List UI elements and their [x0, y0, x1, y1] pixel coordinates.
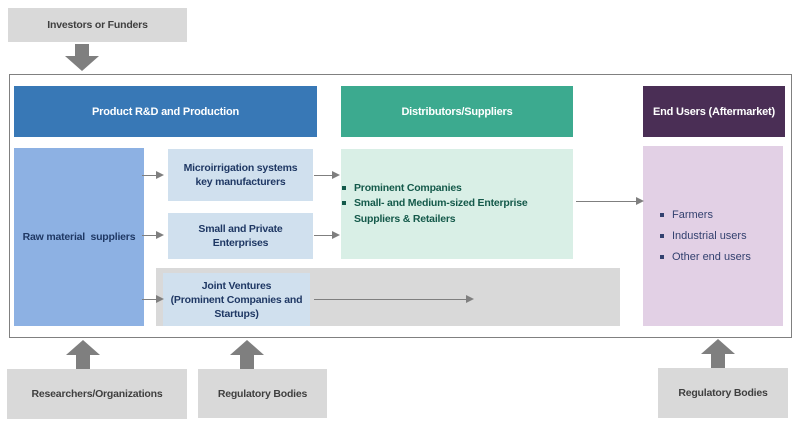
raw-material-suppliers-label: Raw material suppliers — [22, 231, 136, 243]
bullet-item: Farmers — [659, 208, 751, 222]
bullet-item: Industrial users — [659, 229, 751, 243]
header-distributors-suppliers: Distributors/Suppliers — [341, 86, 573, 137]
arrow-raw-to-joint-ventures-icon — [142, 294, 164, 303]
joint-ventures-line3: Startups) — [214, 307, 259, 320]
header-end-users-label: End Users (Aftermarket) — [653, 105, 775, 118]
main-container: Product R&D and Production Distributors/… — [9, 74, 792, 338]
regulatory-bodies-right-box: Regulatory Bodies — [658, 368, 788, 418]
bullet-item: Other end users — [659, 250, 751, 264]
arrow-raw-to-enterprises-icon — [142, 230, 164, 239]
investors-box: Investors or Funders — [8, 8, 187, 42]
joint-ventures-box: Joint Ventures (Prominent Companies and … — [163, 273, 310, 326]
arrow-joint-ventures-right-icon — [314, 294, 474, 303]
investors-label: Investors or Funders — [47, 19, 148, 31]
bullet-item: Prominent Companies — [341, 181, 573, 197]
header-product-rd-production: Product R&D and Production — [14, 86, 317, 137]
header-distributors-suppliers-label: Distributors/Suppliers — [401, 105, 513, 118]
arrow-raw-to-manufacturers-icon — [142, 170, 164, 179]
researchers-organizations-box: Researchers/Organizations — [7, 369, 187, 419]
arrow-enterprises-to-distributors-icon — [314, 230, 340, 239]
arrow-manufacturers-to-distributors-icon — [314, 170, 340, 179]
joint-ventures-line1: Joint Ventures — [201, 279, 272, 292]
bullet-item: Small- and Medium-sized Enterprise Suppl… — [341, 196, 573, 227]
header-product-rd-production-label: Product R&D and Production — [92, 105, 239, 118]
arrow-distributors-to-end-users-icon — [576, 196, 644, 205]
small-private-enterprises-label: Small and Private Enterprises — [198, 223, 283, 249]
regulatory-bodies-mid-label: Regulatory Bodies — [217, 387, 308, 400]
regulatory-bodies-right-label: Regulatory Bodies — [678, 387, 768, 399]
small-private-enterprises-box: Small and Private Enterprises — [168, 213, 313, 259]
joint-ventures-line2: (Prominent Companies and — [170, 293, 303, 306]
raw-material-suppliers-box: Raw material suppliers — [14, 148, 144, 326]
header-end-users: End Users (Aftermarket) — [643, 86, 785, 137]
researchers-organizations-label: Researchers/Organizations — [31, 388, 163, 400]
key-manufacturers-label: Microirrigation systems key manufacturer… — [183, 162, 298, 188]
regulatory-bodies-mid-box: Regulatory Bodies — [198, 369, 327, 418]
key-manufacturers-box: Microirrigation systems key manufacturer… — [168, 149, 313, 201]
